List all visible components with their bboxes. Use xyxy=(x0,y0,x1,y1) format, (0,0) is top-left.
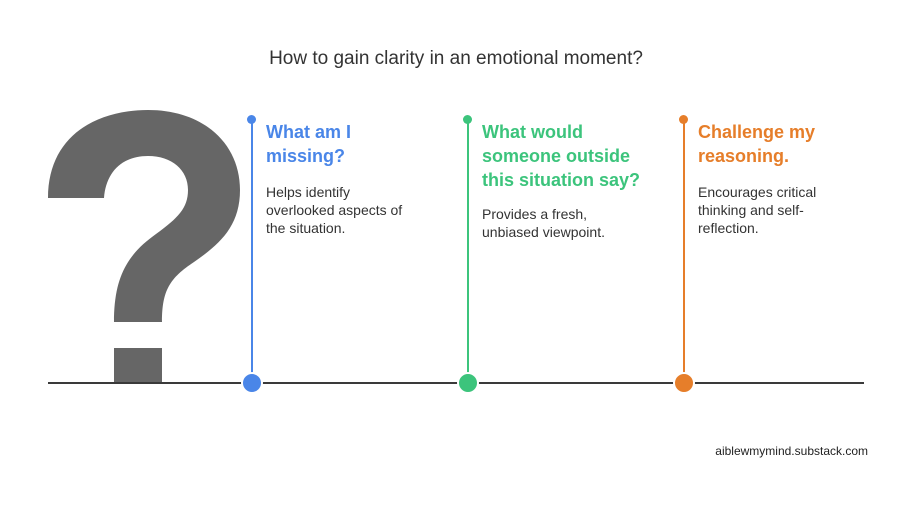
question-mark-icon xyxy=(44,108,244,388)
step-2-top-dot xyxy=(463,115,472,124)
step-3-top-dot xyxy=(679,115,688,124)
step-2-description: Provides a fresh, unbiased viewpoint. xyxy=(482,206,605,240)
source-footer: aiblewmymind.substack.com xyxy=(715,444,868,458)
step-3-description: Encourages critical thinking and self- r… xyxy=(698,184,817,236)
step-1-node xyxy=(241,372,263,394)
step-1-top-dot xyxy=(247,115,256,124)
step-2-heading: What would someone outside this situatio… xyxy=(482,122,641,190)
page-title: How to gain clarity in an emotional mome… xyxy=(269,48,643,69)
step-3-stem xyxy=(683,120,685,382)
step-1-heading: What am I missing? xyxy=(266,122,352,166)
step-1-description: Helps identify overlooked aspects of the… xyxy=(266,184,403,236)
step-3-node xyxy=(673,372,695,394)
step-2-node xyxy=(457,372,479,394)
timeline-axis xyxy=(48,382,864,384)
step-2-stem xyxy=(467,120,469,382)
step-3-heading: Challenge my reasoning. xyxy=(698,122,816,166)
step-1-stem xyxy=(251,120,253,382)
